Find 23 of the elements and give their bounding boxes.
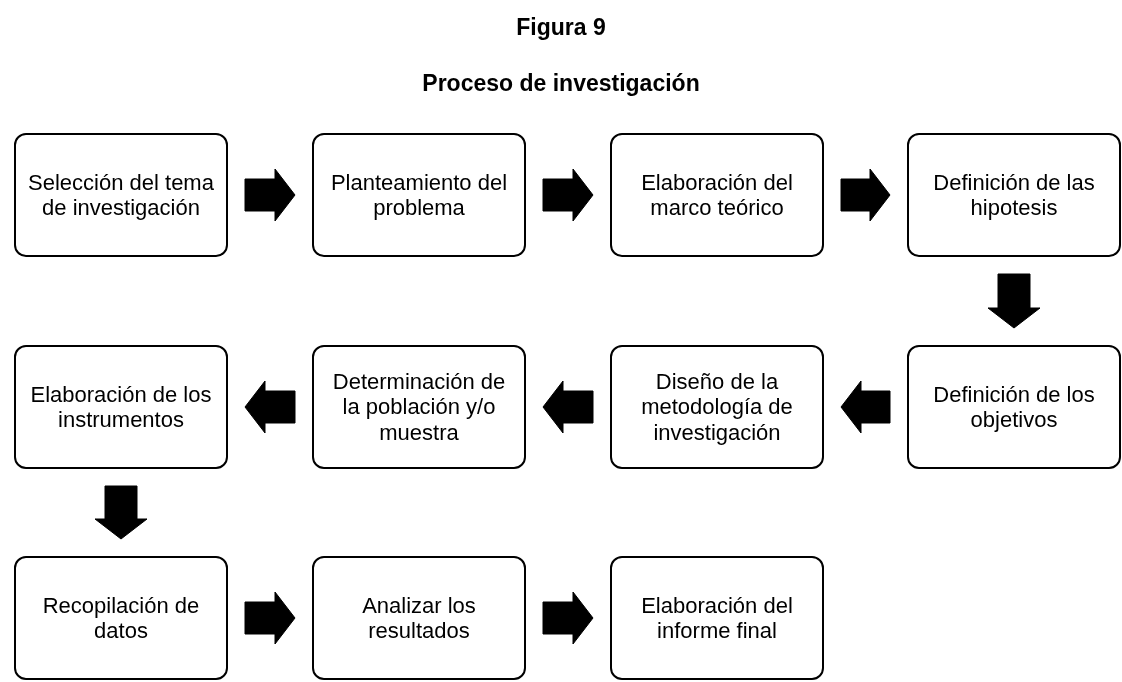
process-box: Selección del tema de investigación: [14, 133, 228, 257]
block-arrow: [542, 168, 594, 222]
block-arrow: [244, 168, 296, 222]
block-arrow: [987, 273, 1041, 329]
figure-title: Figura 9: [516, 13, 606, 42]
block-arrow: [244, 380, 296, 434]
block-arrow: [244, 591, 296, 645]
block-arrow: [542, 380, 594, 434]
block-arrow: [94, 485, 148, 540]
figure-subtitle: Proceso de investigación: [422, 69, 700, 98]
process-box: Elaboración de los instrumentos: [14, 345, 228, 469]
process-box: Definición de los objetivos: [907, 345, 1121, 469]
block-arrow: [840, 168, 891, 222]
block-arrow: [542, 591, 594, 645]
process-box: Determinación de la población y/o muestra: [312, 345, 526, 469]
process-box: Diseño de la metodología de investigación: [610, 345, 824, 469]
process-box: Elaboración del marco teórico: [610, 133, 824, 257]
process-box: Analizar los resultados: [312, 556, 526, 680]
process-box: Elaboración del informe final: [610, 556, 824, 680]
process-box: Planteamiento del problema: [312, 133, 526, 257]
block-arrow: [840, 380, 891, 434]
process-box: Definición de las hipotesis: [907, 133, 1121, 257]
process-box: Recopilación de datos: [14, 556, 228, 680]
